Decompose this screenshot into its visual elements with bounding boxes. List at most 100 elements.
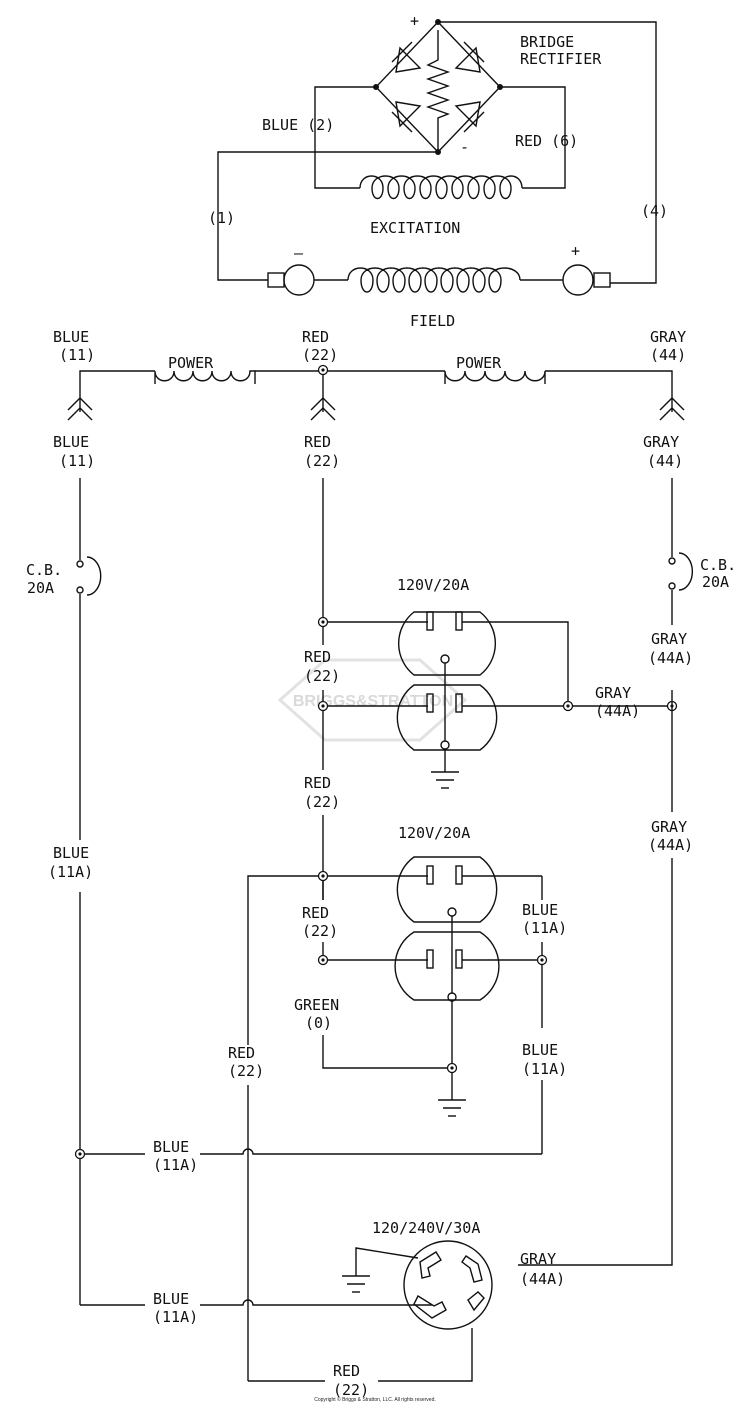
diode-upper-left xyxy=(391,41,422,73)
receptacle-upper xyxy=(396,611,498,751)
ground-symbol-twist xyxy=(342,1275,370,1293)
field-plus: + xyxy=(571,242,580,260)
slip-ring-left xyxy=(283,264,315,296)
brush-right xyxy=(593,272,611,288)
label-red-bottom: RED xyxy=(333,1362,360,1380)
label-gray-trunk1: GRAY xyxy=(651,630,687,648)
label-22-top: (22) xyxy=(302,346,338,364)
copyright-text: Copyright © Briggs & Stratton, LLC. All … xyxy=(314,1396,436,1403)
brush-left xyxy=(267,272,285,288)
label-red-mid2: RED xyxy=(304,774,331,792)
wire-red-lower-hot1 xyxy=(247,875,428,1045)
label-blue-2: BLUE (2) xyxy=(262,116,334,134)
label-wire-1: (1) xyxy=(208,209,235,227)
label-gray-bottom: GRAY xyxy=(643,433,679,451)
diode-lower-right xyxy=(454,101,485,133)
label-11a-lower-recept2: (11A) xyxy=(522,1060,567,1078)
power-right-label: POWER xyxy=(456,354,502,372)
breaker-left-label2: 20A xyxy=(27,579,54,597)
label-11-bottom: (11) xyxy=(59,452,95,470)
label-green: GREEN xyxy=(294,996,339,1014)
connector-gray-44 xyxy=(659,397,685,421)
label-blue-lower-recept2: BLUE xyxy=(522,1041,558,1059)
wire-gray-44a-to-twist xyxy=(518,858,673,1266)
field-coil xyxy=(347,267,521,293)
label-11a-trunk: (11A) xyxy=(48,863,93,881)
wire-blue-11a-return xyxy=(200,1148,542,1155)
power-left-label: POWER xyxy=(168,354,214,372)
wire-red-22-bottom-right xyxy=(378,1328,473,1382)
label-44a-upper-recept: (44A) xyxy=(595,702,640,720)
connector-red-22 xyxy=(310,397,336,421)
label-blue-return: BLUE xyxy=(153,1138,189,1156)
label-blue-trunk: BLUE xyxy=(53,844,89,862)
breaker-right-label1: C.B. xyxy=(700,556,736,574)
rectifier-title-line1: BRIDGE xyxy=(520,33,574,51)
label-44a-trunk2: (44A) xyxy=(648,836,693,854)
rectifier-minus: - xyxy=(460,138,469,156)
label-44a-twist: (44A) xyxy=(520,1270,565,1288)
wire-green-0 xyxy=(322,1035,452,1069)
field-label: FIELD xyxy=(410,312,455,330)
label-gray-upper-recept: GRAY xyxy=(595,684,631,702)
wire-upper-neutral1 xyxy=(462,621,569,706)
wire-blue-11-top xyxy=(79,370,155,400)
twist-receptacle-rating: 120/240V/30A xyxy=(372,1219,480,1237)
label-22-mid: (22) xyxy=(304,667,340,685)
diode-upper-right xyxy=(454,41,485,73)
label-22-mid2: (22) xyxy=(304,793,340,811)
wire-gray-44-top xyxy=(545,370,673,400)
label-22-low: (22) xyxy=(302,922,338,940)
label-11a-lower-recept1: (11A) xyxy=(522,919,567,937)
label-red-mid: RED xyxy=(304,648,331,666)
twist-lock-receptacle xyxy=(403,1240,493,1330)
label-11a-return: (11A) xyxy=(153,1156,198,1174)
label-red-low: RED xyxy=(302,904,329,922)
excitation-label: EXCITATION xyxy=(370,219,460,237)
label-gray-trunk2: GRAY xyxy=(651,818,687,836)
wire-4 xyxy=(438,21,657,284)
diode-lower-left xyxy=(391,101,422,133)
label-blue-twist: BLUE xyxy=(153,1290,189,1308)
rectifier-resistor xyxy=(425,30,451,150)
wire-twist-ground xyxy=(355,1247,419,1276)
power-coil-left xyxy=(154,370,256,384)
wire-1 xyxy=(217,151,438,281)
receptacle-lower xyxy=(394,856,500,1002)
field-minus: – xyxy=(294,244,304,262)
label-blue-top: BLUE xyxy=(53,328,89,346)
wire-blue-11a-twist xyxy=(200,1299,432,1306)
label-22-bottom-wire: (22) xyxy=(333,1381,369,1399)
label-gray-twist: GRAY xyxy=(520,1250,556,1268)
label-22-bottom: (22) xyxy=(304,452,340,470)
label-22-left: (22) xyxy=(228,1062,264,1080)
label-gray-top: GRAY xyxy=(650,328,686,346)
rectifier-title-line2: RECTIFIER xyxy=(520,50,602,68)
label-44a-trunk1: (44A) xyxy=(648,649,693,667)
label-red-top: RED xyxy=(302,328,329,346)
field-winding: – + FIELD xyxy=(267,242,611,330)
bridge-rectifier: + - BRIDGE RECTIFIER xyxy=(373,12,602,156)
breaker-left-label1: C.B. xyxy=(26,561,62,579)
receptacle-upper-rating: 120V/20A xyxy=(397,576,469,594)
excitation-coil xyxy=(359,175,523,200)
rectifier-plus: + xyxy=(410,12,419,30)
label-red-left: RED xyxy=(228,1044,255,1062)
label-blue-lower-recept1: BLUE xyxy=(522,901,558,919)
breaker-right-label2: 20A xyxy=(702,573,729,591)
wire-blue-2 xyxy=(314,86,376,189)
label-red-6: RED (6) xyxy=(515,132,578,150)
ground-symbol-upper xyxy=(431,771,459,789)
wire-red-6 xyxy=(500,86,566,189)
receptacle-lower-rating: 120V/20A xyxy=(398,824,470,842)
label-44-bottom: (44) xyxy=(647,452,683,470)
power-coil-right xyxy=(444,370,546,384)
label-11-top: (11) xyxy=(59,346,95,364)
watermark-text: BRIGGS&STRATTON xyxy=(293,693,453,710)
label-11a-twist: (11A) xyxy=(153,1308,198,1326)
label-green-0: (0) xyxy=(305,1014,332,1032)
breaker-right xyxy=(668,552,694,591)
slip-ring-right xyxy=(562,264,594,296)
ground-symbol-lower xyxy=(438,1099,466,1117)
